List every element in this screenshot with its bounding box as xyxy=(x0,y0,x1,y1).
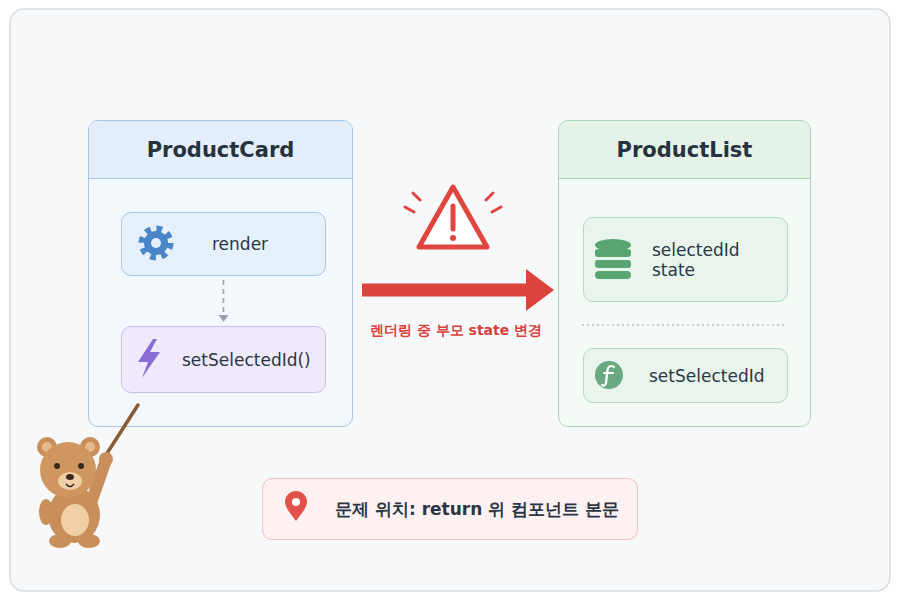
bear-body xyxy=(48,487,100,543)
warning-bar xyxy=(451,206,456,229)
process-box: render xyxy=(121,212,326,276)
bear-head xyxy=(40,442,96,498)
warning-ray xyxy=(492,207,501,212)
box-label: setSelectedId() xyxy=(182,327,319,392)
bear-arm xyxy=(92,460,106,500)
bear-paw xyxy=(99,452,113,466)
bear-nose xyxy=(66,474,74,480)
component-title: ProductList xyxy=(559,121,810,179)
function-box: setSelectedId xyxy=(583,348,788,403)
bear-ear-inner xyxy=(42,442,52,452)
bear-foot xyxy=(78,534,100,548)
bear-mouth xyxy=(66,484,74,487)
bear-eye xyxy=(54,463,60,469)
box-label: 문제 위치: return 위 컴포넌트 본문 xyxy=(335,479,631,539)
warning-ray xyxy=(405,207,414,212)
box-label: selectedId state xyxy=(652,218,781,301)
bear-eye xyxy=(78,463,84,469)
component-box: render setSelectedId() ProductCard xyxy=(88,120,353,427)
box-label: setSelectedId xyxy=(649,349,781,402)
bear-snout xyxy=(58,472,82,490)
action-box: setSelectedId() xyxy=(121,326,326,393)
warning-dot xyxy=(450,235,456,241)
state-box: selectedId state xyxy=(583,217,788,302)
bear-arm xyxy=(39,499,53,525)
bear-foot xyxy=(49,534,71,548)
component-box: selectedId state setSelectedId ProductList xyxy=(558,120,811,427)
arrow-head xyxy=(526,269,554,311)
bear-ear xyxy=(37,437,57,457)
state-change-arrow xyxy=(362,269,554,311)
component-title: ProductCard xyxy=(89,121,352,179)
connector-line xyxy=(362,284,529,297)
edge-label: 렌더링 중 부모 state 변경 xyxy=(370,322,542,340)
warning-ray xyxy=(413,193,420,200)
bear-ear-inner xyxy=(85,442,95,452)
warning-triangle xyxy=(419,187,487,247)
bear-ear xyxy=(80,437,100,457)
note-box: 문제 위치: return 위 컴포넌트 본문 xyxy=(262,478,638,540)
box-label: render xyxy=(212,213,319,275)
bear-belly xyxy=(61,504,89,536)
warning-ray xyxy=(486,193,493,200)
warning-icon xyxy=(405,187,501,247)
outer-frame xyxy=(10,9,890,591)
